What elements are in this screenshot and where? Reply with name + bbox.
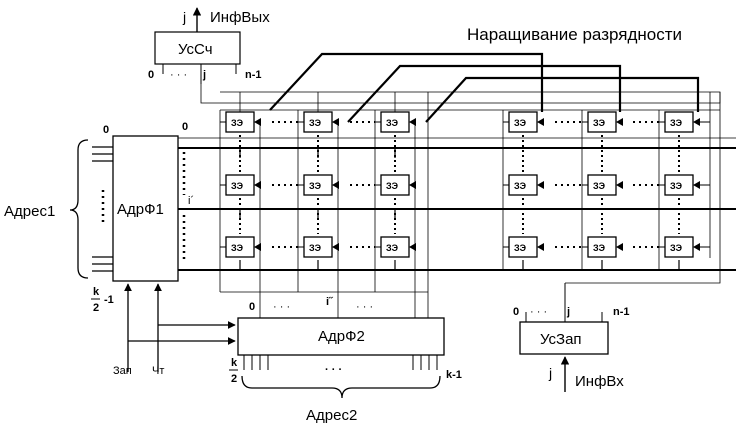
svg-text:n-1: n-1 [613,306,630,318]
ussch-block: УсСч j ИнфВых 0 · · · j n-1 [148,7,270,84]
cell: ЗЭ [664,111,694,133]
matrix-gap-dots: · · · · · · · · · [463,143,480,277]
adrf2-label: АдрФ2 [318,328,365,345]
inf-in-label: ИнфВх [575,373,624,390]
svg-text:ЗЭ: ЗЭ [670,118,683,128]
svg-text:ЗЭ: ЗЭ [309,181,322,191]
address2-label: Адрес2 [306,407,357,424]
svg-text:k: k [231,357,238,369]
svg-text:ЗЭ: ЗЭ [670,243,683,253]
cell: ЗЭ [303,111,333,133]
svg-text:ЗЭ: ЗЭ [231,243,244,253]
svg-text:· · ·: · · · [356,301,373,313]
write-label: Зап [113,365,132,377]
address1-group: Адрес1 [4,139,89,279]
svg-text:2: 2 [231,373,237,385]
svg-text:0: 0 [103,124,109,136]
svg-text:ЗЭ: ЗЭ [231,118,244,128]
cell: ЗЭ [380,174,410,196]
svg-text:ЗЭ: ЗЭ [231,181,244,191]
cell: ЗЭ [508,111,538,133]
cell-matrix-left: ЗЭ ЗЭ ЗЭ ЗЭ ЗЭ ЗЭ ЗЭ ЗЭ [225,111,410,258]
inf-out-label: ИнфВых [210,9,270,26]
cell: ЗЭ [303,174,333,196]
svg-text:· · ·: · · · [463,204,480,216]
uszap-j-label: j [548,365,552,381]
cell: ЗЭ [225,111,255,133]
svg-text:· · ·: · · · [273,301,290,313]
adrf2-block: АдрФ2 0 · · · i˝ · · · · · · k-1 k 2 [128,296,462,385]
ussch-n-1: n-1 [245,69,262,81]
svg-text:0: 0 [249,301,255,313]
svg-text:ЗЭ: ЗЭ [593,181,606,191]
cell: ЗЭ [587,111,617,133]
cell: ЗЭ [664,236,694,258]
cell: ЗЭ [664,174,694,196]
k-half-minus-one: k 2 -1 [91,286,114,314]
cell: ЗЭ [508,236,538,258]
svg-text:· · ·: · · · [325,364,342,376]
svg-text:k: k [93,286,100,298]
cell-matrix-right: ЗЭ ЗЭ ЗЭ ЗЭ ЗЭ ЗЭ ЗЭ ЗЭ [508,111,694,258]
svg-text:· · ·: · · · [530,306,547,318]
uszap-label: УсЗап [540,331,582,348]
svg-text:ЗЭ: ЗЭ [593,118,606,128]
ussch-dots: · · · [170,69,187,81]
svg-text:ЗЭ: ЗЭ [386,118,399,128]
ussch-j: j [202,69,206,81]
capacity-expansion-wires [269,52,700,123]
read-label: Чт [152,365,164,377]
svg-text:-1: -1 [104,294,114,306]
svg-text:ЗЭ: ЗЭ [593,243,606,253]
cell: ЗЭ [587,174,617,196]
address1-label: Адрес1 [4,203,55,220]
cell: ЗЭ [225,174,255,196]
svg-text:2: 2 [93,302,99,314]
svg-text:ЗЭ: ЗЭ [514,243,527,253]
ussch-label: УсСч [178,41,213,58]
svg-text:j: j [566,306,570,318]
svg-text:ЗЭ: ЗЭ [309,243,322,253]
i-prime-label: i´ [188,195,194,207]
cell: ЗЭ [380,111,410,133]
address2-group: Адрес2 [241,375,441,424]
svg-text:0: 0 [182,121,188,133]
svg-text:ЗЭ: ЗЭ [514,181,527,191]
cell: ЗЭ [587,236,617,258]
diagram-title: Наращивание разрядности [467,25,682,44]
svg-text:ЗЭ: ЗЭ [514,118,527,128]
svg-text:ЗЭ: ЗЭ [386,181,399,191]
ussch-zero: 0 [148,69,154,81]
adrf1-block: АдрФ1 0 0 i´ [92,121,194,372]
svg-text:0: 0 [513,306,519,318]
ussch-j-label: j [182,9,186,25]
i-dprime-label: i˝ [326,296,334,308]
cell: ЗЭ [225,236,255,258]
cell: ЗЭ [380,236,410,258]
cell: ЗЭ [303,236,333,258]
svg-text:k-1: k-1 [446,369,462,381]
uszap-block: УсЗап 0 · · · j n-1 j ИнфВх [513,92,721,392]
svg-text:ЗЭ: ЗЭ [670,181,683,191]
svg-text:ЗЭ: ЗЭ [309,118,322,128]
svg-text:· · ·: · · · [463,143,480,155]
svg-text:ЗЭ: ЗЭ [386,243,399,253]
svg-text:· · ·: · · · [463,265,480,277]
cell: ЗЭ [508,174,538,196]
adrf1-label: АдрФ1 [117,201,164,218]
